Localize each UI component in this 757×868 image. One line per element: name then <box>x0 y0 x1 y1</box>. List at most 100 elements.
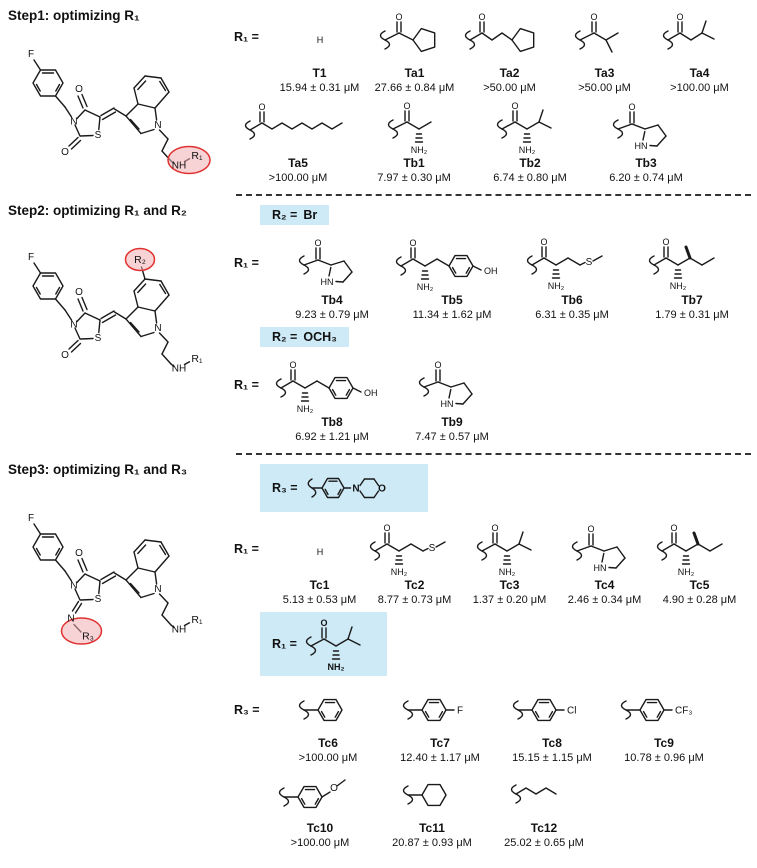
structure-heptylcarbonyl-icon: O <box>244 102 343 141</box>
svg-text:NH₂: NH₂ <box>390 567 407 577</box>
compound-ic50-value: 4.90 ± 0.28 μM <box>662 593 737 606</box>
svg-text:S: S <box>428 543 435 554</box>
compound-name: Tc1 <box>309 577 330 592</box>
compound-ic50-value: 6.20 ± 0.74 μM <box>609 172 683 185</box>
svg-text:HN: HN <box>441 399 454 409</box>
svg-text:Cl: Cl <box>567 706 576 717</box>
svg-text:R₁: R₁ <box>191 353 203 365</box>
svg-text:F: F <box>28 513 34 524</box>
svg-text:O: O <box>330 783 338 794</box>
svg-text:S: S <box>95 130 102 141</box>
structure-isopropylcarbonyl: O <box>572 8 638 66</box>
compound-ic50-value: >100.00 μM <box>268 172 328 185</box>
svg-text:R₃: R₃ <box>82 630 94 642</box>
compound-name: Ta5 <box>288 156 308 171</box>
structure-methoxyphenyl: O <box>276 769 364 821</box>
svg-text:N: N <box>352 483 359 494</box>
compound-ic50-value: 5.13 ± 0.53 μM <box>282 593 357 606</box>
compound-name: Tc7 <box>430 736 450 751</box>
row-label: R₁ = <box>234 256 259 270</box>
structure-fluorophenyl: F <box>400 684 480 736</box>
svg-text:O: O <box>511 101 518 111</box>
svg-text:NH₂: NH₂ <box>327 662 344 672</box>
structure-cyclohexyl <box>400 769 464 821</box>
compound-ic50-value: 6.31 ± 0.35 μM <box>535 308 609 321</box>
svg-text:O: O <box>662 237 669 247</box>
svg-text:N: N <box>154 120 161 131</box>
structure-tyrosyl: O NH₂ OH <box>273 355 391 415</box>
svg-text:H: H <box>316 547 323 557</box>
structure-cyclohexyl-icon <box>402 783 447 806</box>
structure-isopropylcarbonyl-icon: O <box>574 12 619 53</box>
compound-ic50-value: 10.78 ± 0.96 μM <box>624 752 704 765</box>
svg-text:N: N <box>154 584 161 595</box>
svg-text:CF₃: CF₃ <box>675 706 692 717</box>
compound-name: Tc2 <box>404 577 425 592</box>
compound-name: Tb2 <box>519 156 541 171</box>
svg-text:NH₂: NH₂ <box>670 281 687 291</box>
compound-name: Tc8 <box>542 736 562 751</box>
compound-ic50-value: 25.02 ± 0.65 μM <box>504 836 584 849</box>
svg-text:R₁: R₁ <box>191 614 203 626</box>
compound-name: Tb3 <box>635 156 657 171</box>
compound-name: Ta1 <box>404 66 425 80</box>
structure-heptylcarbonyl: O <box>242 98 354 156</box>
compound-ic50-value: >100.00 μM <box>290 836 350 849</box>
compound-ic50-value: 2.46 ± 0.34 μM <box>567 593 642 606</box>
svg-text:O: O <box>590 12 597 22</box>
compound-ic50-value: 6.74 ± 0.80 μM <box>493 172 567 185</box>
svg-text:O: O <box>478 12 485 22</box>
structure-phenyl-icon <box>298 699 343 722</box>
compound-name: T1 <box>312 66 327 80</box>
svg-text:O: O <box>75 84 83 95</box>
compound-ic50-value: 15.94 ± 0.31 μM <box>279 81 360 94</box>
compound-name: Tb7 <box>681 293 703 307</box>
r-group-box-label: R₂ = <box>272 330 298 345</box>
step1-title: Step1: optimizing R₁ <box>8 8 140 23</box>
compound-name: Tc5 <box>689 577 710 592</box>
svg-text:O: O <box>289 360 296 370</box>
svg-text:H: H <box>316 35 323 45</box>
svg-text:NH₂: NH₂ <box>297 404 314 414</box>
svg-text:OH: OH <box>364 388 378 398</box>
structure-isoleucyl-icon: O NH₂ <box>648 237 715 291</box>
structure-tyrosyl-icon: O NH₂ OH <box>275 360 378 414</box>
svg-text:S: S <box>586 257 593 268</box>
structure-trifluoromethylphenyl-icon: CF₃ <box>620 699 692 722</box>
r-group-box-value: Br <box>303 208 318 222</box>
structure-phenyl <box>296 684 360 736</box>
svg-text:O: O <box>75 287 83 298</box>
svg-text:NH₂: NH₂ <box>417 282 434 292</box>
step2-title: Step2: optimizing R₁ and R₂ <box>8 203 187 218</box>
svg-text:O: O <box>540 237 547 247</box>
svg-text:NH₂: NH₂ <box>519 145 536 155</box>
structure-cyclopentylcarbonyl-icon: O <box>379 12 435 53</box>
compound-name: Tc12 <box>530 820 558 835</box>
compound-name: Tc10 <box>306 820 334 835</box>
structure-prolyl-icon: OHN <box>612 102 667 151</box>
